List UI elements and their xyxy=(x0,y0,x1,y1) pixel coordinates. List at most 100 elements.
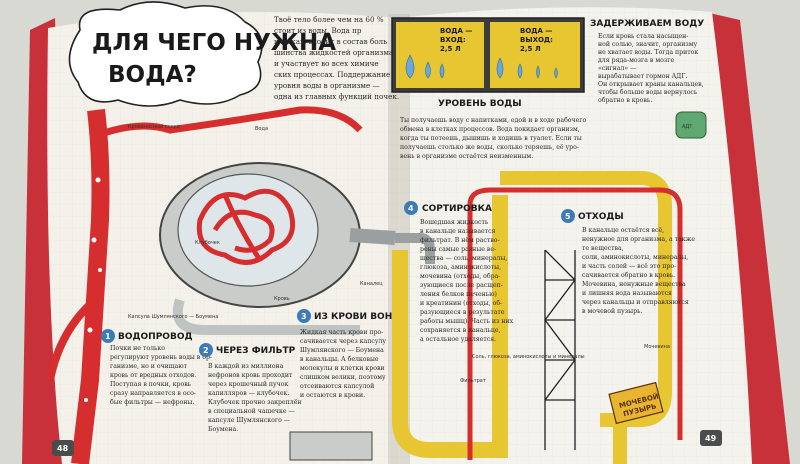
step-line: ганизме, но и очищают xyxy=(110,363,188,370)
blood-vessel-branch xyxy=(96,106,363,139)
hold-line: для ряда-мозга в мозге xyxy=(598,57,674,64)
vessel-dots xyxy=(84,177,102,402)
step-1-text: Почки не только регулируют уровень воды … xyxy=(110,345,212,406)
hold-line: не хватает воды. Тогда приток xyxy=(598,49,698,56)
step-4-number: 4 xyxy=(408,204,414,213)
step-2-number: 2 xyxy=(203,346,209,355)
step-line: молекулы и клетки крови xyxy=(300,365,385,372)
step-5-badge xyxy=(561,209,575,223)
water-card-in-line1: ВОДА — xyxy=(440,27,472,35)
waste-line: и лишняя вода называются xyxy=(582,290,672,297)
sort-line: а остальное удаляется. xyxy=(420,336,496,343)
sort-line: ления белков печенью) xyxy=(420,291,497,298)
intro-line: одна из главных функций почек. xyxy=(274,92,399,101)
waste-line: и часть солей — всё это про- xyxy=(582,263,676,270)
level-text: Ты получаешь воду с напитками, едой и в … xyxy=(400,117,587,160)
blood-vessel-branch xyxy=(46,296,98,381)
yellow-tubule-right xyxy=(500,171,672,427)
step-1-heading: ВОДОПРОВОД xyxy=(118,332,192,342)
step-line: Клубочек прочно закреплён xyxy=(208,399,302,406)
waste-line: соли, аминокислоты, минералы, xyxy=(582,254,688,261)
sort-line: работы мышц). Часть из них xyxy=(420,318,514,325)
step-3-badge xyxy=(297,309,311,323)
title-cloud xyxy=(68,1,263,107)
step-line: отсеиваются капсулой xyxy=(300,383,374,390)
step-5-number: 5 xyxy=(565,212,571,221)
hold-line: Если кровь стала насыщен- xyxy=(598,33,688,40)
waste-line: сачивается обратно в кровь. xyxy=(582,272,675,279)
step-line: капилляров — клубочек. xyxy=(208,390,289,397)
label-urea: Мочевина xyxy=(644,344,670,350)
step-line: кровь от вредных отходов. xyxy=(110,372,196,379)
label-glomerulus: Клубочек xyxy=(195,240,220,246)
water-card-in-value: 2,5 Л xyxy=(440,45,461,53)
title-line-1: ДЛЯ ЧЕГО НУЖНА xyxy=(92,30,336,56)
waste-line: те вещества, xyxy=(582,245,624,252)
sort-line: и креатинин (отходы, об- xyxy=(420,300,502,307)
intro-line: уровня воды в организме — xyxy=(274,81,380,90)
intro-line: стоит из воды. Вода пр xyxy=(274,26,362,35)
step-line: сачивается через капсулу xyxy=(300,338,386,345)
sort-heading: СОРТИРОВКА xyxy=(422,204,492,214)
step-2-heading: ЧЕРЕЗ ФИЛЬТР xyxy=(216,346,296,356)
level-line: вень в организме остаётся неизменным. xyxy=(400,153,533,160)
step-2-badge xyxy=(199,343,213,357)
waste-line: Мочевина, ненужные вещества xyxy=(582,281,686,288)
waste-line: в мочевой пузырь. xyxy=(582,308,642,315)
sort-line: сохраняется в канальце, xyxy=(420,327,501,334)
page-number-left: 48 xyxy=(57,444,69,453)
step-line: через крошечный пучок xyxy=(208,381,288,388)
title-line-2: ВОДА? xyxy=(108,62,197,88)
label-capsule: Капсула Шумлянского — Боумена xyxy=(128,314,218,320)
sort-line: щества — соль, минералы, xyxy=(420,255,507,262)
label-filtrate: Фильтрат xyxy=(460,378,486,384)
waste-line: через канальцы и отправляются xyxy=(582,299,689,306)
label-water: Вода xyxy=(255,126,268,132)
intro-line: Твоё тело более чем на 60 % xyxy=(274,15,384,24)
water-drops xyxy=(405,54,558,79)
capsule-outlet xyxy=(349,228,396,245)
step-4-badge xyxy=(404,201,418,215)
step-1-number: 1 xyxy=(105,332,111,341)
water-card-out-line2: ВЫХОД: xyxy=(520,36,553,44)
intro-line: шинства жидкостей организма xyxy=(274,48,394,57)
step-line: Жидкая часть крови про- xyxy=(300,329,383,336)
sort-line: в канальце называется xyxy=(420,228,496,235)
hold-text: Если кровь стала насыщен- ной солью, зна… xyxy=(598,33,704,104)
page-number-badge-right xyxy=(700,430,722,446)
label-adh: АДГ xyxy=(682,124,692,130)
intro-text: Твоё тело более чем на 60 % стоит из вод… xyxy=(274,15,399,101)
hold-line: вырабатывает гормон АДГ. xyxy=(598,73,687,80)
step-1-badge xyxy=(101,329,115,343)
water-card-out-line1: ВОДА — xyxy=(520,27,552,35)
step-line: и остаются в крови. xyxy=(300,392,365,399)
step-line: Боумена. xyxy=(208,426,238,433)
scaffold-tower xyxy=(544,249,576,450)
glomerulus-loops xyxy=(196,188,296,265)
sort-line: фильтрат. В нём раство- xyxy=(420,237,500,244)
step-3-heading: ИЗ КРОВИ ВОН! xyxy=(314,312,396,322)
sort-line: Вошедшая жидкость xyxy=(420,219,489,226)
step-line: капсуле Шумлянского — xyxy=(208,417,290,424)
blood-vessel-trunk xyxy=(71,108,110,464)
sort-text: Вошедшая жидкость в канальце называется … xyxy=(420,219,514,343)
step-line: регулируют уровень воды в ор- xyxy=(110,354,212,361)
sort-line: мочевина (отходы, обра- xyxy=(420,273,500,280)
yellow-tubule-main xyxy=(392,195,508,458)
step-3-text: Жидкая часть крови про- сачивается через… xyxy=(300,329,386,399)
step-line: нефронов кровь проходит xyxy=(208,372,293,379)
label-salt: Соль, глюкоза, аминокислоты и минералы xyxy=(472,354,585,360)
sort-line: рены самые разные ве- xyxy=(420,246,496,253)
hold-line: обратно в кровь. xyxy=(598,97,652,104)
level-line: когда ты потеешь, дышишь и ходишь в туал… xyxy=(400,135,582,142)
grey-pipe-right xyxy=(395,233,435,264)
waste-heading: ОТХОДЫ xyxy=(578,212,624,222)
sort-line: зующиеся после расщеп- xyxy=(420,282,503,289)
sort-line: разующиеся в результате xyxy=(420,309,505,316)
label-blood-vessel: Кровеносный сосуд xyxy=(128,123,180,130)
waste-line: В канальце остаётся всё, xyxy=(582,227,664,234)
step-3-number: 3 xyxy=(301,312,307,321)
step-line: Шумлянского — Боумена xyxy=(300,347,384,354)
sort-line: глюкоза, аминокислоты, xyxy=(420,264,501,271)
